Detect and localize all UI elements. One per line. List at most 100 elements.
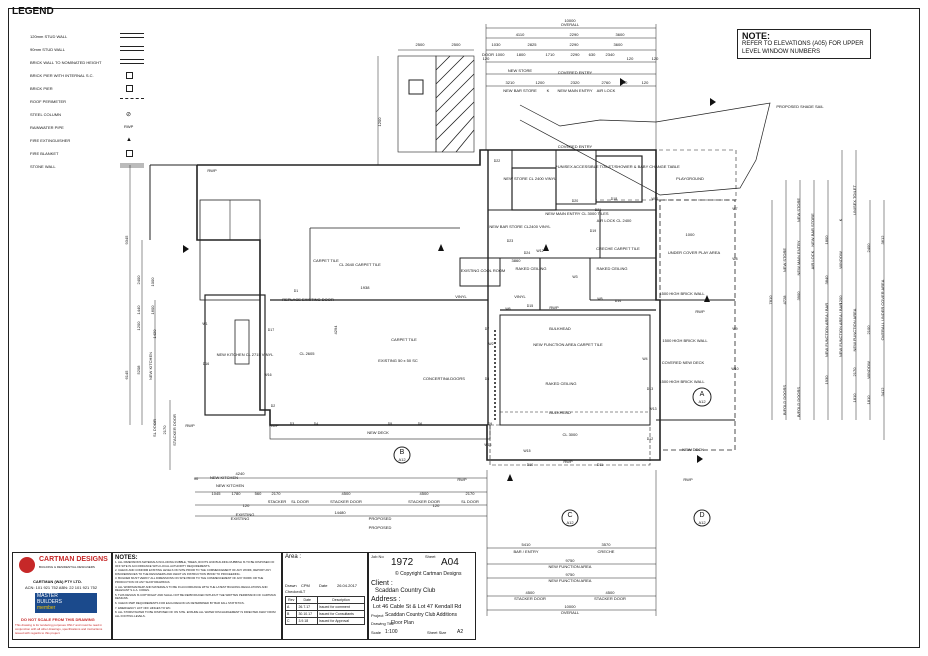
dimension-label: 2290 [571,52,581,57]
room-label: REPLACE EXISTING DOOR [282,297,334,302]
tag-label: W13 [649,407,656,411]
section-marker-letter: D [699,512,704,519]
revision-cell: Issued for Approval [317,617,365,625]
room-label: CONCERTINA DOORS [423,376,465,381]
tag-label: D15 [527,304,533,308]
dimension-label: 1600 [150,305,155,315]
tag-label: D9 [488,422,493,426]
dimension-label: NEW MAIN ENTRY [557,88,592,93]
dimension-label: 4500 [526,590,536,595]
note-item: 8. ALL STORM WATER TO BE DISPOSED OF ON … [115,610,276,618]
room-label: EXISTING COOL ROOM [461,268,506,273]
tag-label: W9 [732,327,737,331]
dimension-label: 3612 [880,235,885,245]
dimension-label: 1000 [496,52,506,57]
dimension-label: K [838,218,843,221]
dimension-label: 4110 [516,32,525,37]
misc-label: RWP [269,423,279,428]
job-no: 1972 [391,557,414,568]
dimension-label: NEW FUNCTION AREA [549,578,592,583]
note-text: REFER TO ELEVATIONS (A05) FOR UPPER LEVE… [742,41,864,55]
legend-item-label: BRICK PIER [30,86,53,91]
revision-header: Rev [284,596,298,604]
wall-symbol-icon [120,46,144,51]
dimension-label: 2340 [606,52,616,57]
checked-label: Checked [285,589,301,594]
dimension-label: NEW FUNCTION AREA / BAR [824,303,829,357]
room-label: NEW DECK [682,447,704,452]
parking-bay-hatched [435,55,475,153]
legend-item-label: STONE WALL [30,164,56,169]
dimension-label: EXISTING [231,516,250,521]
dimension-label: 1200 [536,80,546,85]
tag-label: D11 [597,463,603,467]
legend-item-label: BRICK PIER WITH INTERNAL S.C. [30,73,94,78]
room-label: CARPET TILE [313,258,339,263]
dimension-label: NEW STORE [508,68,532,73]
tag-label: D19 [590,229,596,233]
tag-label: D13 [647,387,653,391]
dimension-label: 120 [642,80,649,85]
dimension-label: NEW STORE [796,198,801,222]
room-label: BULKHEAD [549,326,571,331]
dimension-label: 5208 [136,365,141,375]
warning-title: DO NOT SCALE FROM THIS DRAWING [21,617,95,622]
dimension-label: COVERED ENTRY [558,70,593,75]
project-label: Project [371,613,384,618]
fire-extinguisher-icon: ▲ [126,137,132,143]
notes-heading: NOTES: [115,555,138,561]
tag-label: W12 [536,249,543,253]
dimension-label: 1810 [866,395,871,405]
tag-label: W10 [731,367,738,371]
tag-label: W14 [484,443,491,447]
dimension-label: STACKER DOOR [330,499,362,504]
misc-label: 4294 [333,325,338,335]
tag-label: D20 [572,199,578,203]
stone-wall-icon [120,163,144,168]
room-label: CRECHE CARPET TILE [596,246,640,251]
sheet-size-label: Sheet Size [427,630,447,635]
drawing-title-label: Drawing Title [371,621,395,626]
room-label: EXISTING 50 x 50 SC [378,358,418,363]
note-heading: NOTE: [742,31,770,41]
sheet-label: Sheet [425,554,436,559]
dimension-label: 4500 [342,491,352,496]
notes-box: NOTES: 1. ALL DIMENSIONS MATERIALS INCLU… [112,552,282,640]
dimension-label: 1800 [517,52,527,57]
dimension-label: 4500 [420,491,430,496]
company-name: CARTMAN DESIGNS [39,556,108,563]
dimension-label: 3570 [602,542,612,547]
room-label: NEW FUNCTION AREA CARPET TILE [533,342,603,347]
dimension-label: 2320 [571,80,581,85]
dimension-label: 1420 [152,329,157,339]
dimension-label: 10000 [564,18,576,23]
misc-label: RWP [207,168,217,173]
dimension-label: 5410 [522,542,532,547]
dimension-label: STACKER DOOR [514,596,546,601]
area-label: Area : [285,554,302,560]
mbwa-line1: MASTER [37,593,58,599]
revision-cell: 26.7.17 [296,603,319,611]
dimension-label: AIR LOCK [597,88,616,93]
tag-label: D17 [268,328,274,332]
tag-label: D6 [418,422,423,426]
dimension-label: STACKER [268,499,287,504]
tag-label: D8 [485,377,490,381]
note-box: NOTE: REFER TO ELEVATIONS (A05) FOR UPPE… [737,29,871,59]
tag-label: W6 [505,307,510,311]
dimension-label: 2400 [136,275,141,285]
misc-label: RWP [457,477,467,482]
dimension-label: SL DOOR [152,419,157,437]
tag-label: D21 [595,208,601,212]
legend-item-label: STEEL COLUMN [30,112,61,117]
misc-label: RWP [683,477,693,482]
steel-column-icon: ⊘ [126,112,132,118]
mbwa-line2: BUILDERS [37,599,63,605]
dimension-label: 1045 [212,491,222,496]
room-label: BULKHEAD [549,410,571,415]
dimension-label: DOOR [482,52,494,57]
tag-label: D3 [290,422,295,426]
misc-label: RWP [563,459,573,464]
copyright: © Copyright Cartman Designs [395,571,462,577]
